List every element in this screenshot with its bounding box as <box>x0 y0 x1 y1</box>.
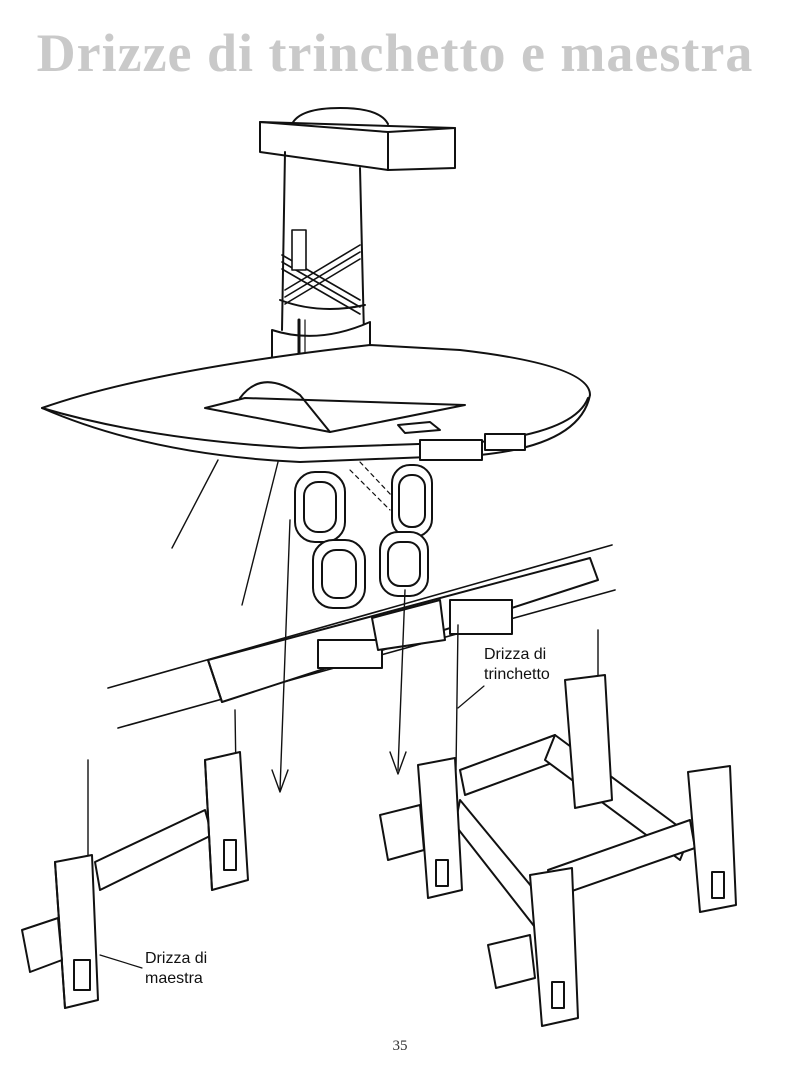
page-title: Drizze di trinchetto e maestra <box>36 23 754 83</box>
label-leaders <box>99 685 485 969</box>
rigging-illustration <box>21 107 737 1027</box>
halyard-blocks <box>294 461 433 609</box>
bitts-maestra <box>21 751 249 1009</box>
halyard-falls <box>87 519 599 856</box>
page-number: 35 <box>392 1038 408 1054</box>
mast-cap <box>259 107 456 171</box>
label-drizza-trinchetto: Drizza di trinchetto <box>484 645 550 685</box>
shrouds <box>171 459 279 606</box>
label-drizza-maestra: Drizza di maestra <box>145 949 208 989</box>
label-line: maestra <box>145 970 203 987</box>
label-line: Drizza di <box>484 646 547 663</box>
label-line: trinchetto <box>484 666 550 683</box>
label-line: Drizza di <box>145 950 208 967</box>
bitts-trinchetto <box>379 674 737 1027</box>
top-platform <box>41 344 591 463</box>
